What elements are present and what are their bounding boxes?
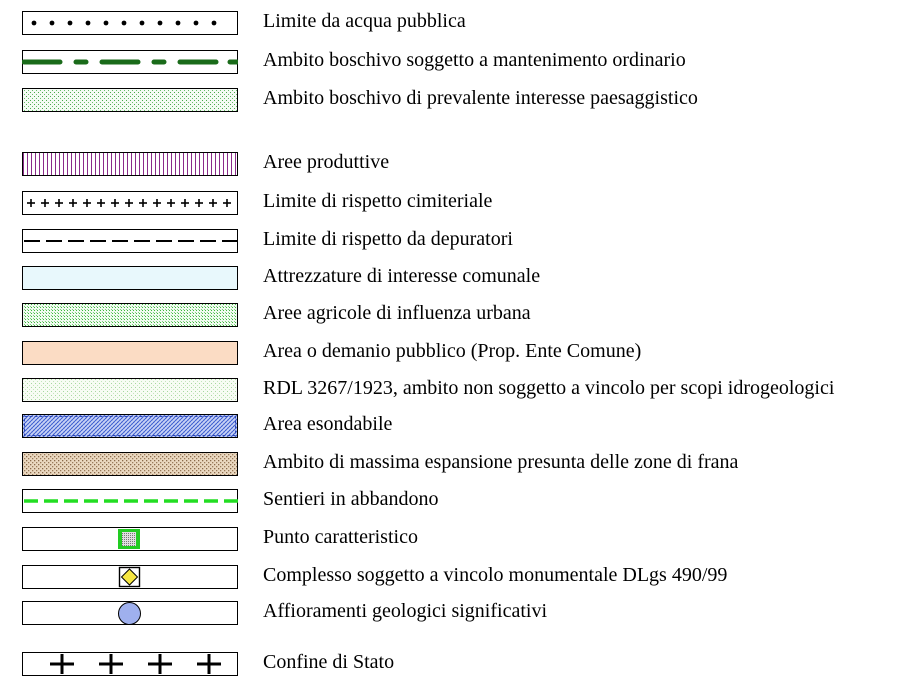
legend-row-rispetto-depuratori: Limite di rispetto da depuratori	[0, 219, 903, 259]
peach-fill-symbol	[22, 341, 238, 365]
legend-row-esondabile: Area esondabile	[0, 404, 903, 444]
legend-row-punto: Punto caratteristico	[0, 517, 903, 557]
dashed-line-symbol	[22, 229, 238, 253]
green-fine-stipple-fill-symbol	[22, 303, 238, 327]
blue-circle-symbol	[22, 601, 238, 625]
light-cyan-fill-symbol	[22, 266, 238, 290]
green-stipple-fill-symbol	[22, 88, 238, 112]
legend-row-aree-produttive: Aree produttive	[0, 142, 903, 182]
legend-row-affioramenti: Affioramenti geologici significativi	[0, 591, 903, 631]
brown-dotted-fill-symbol	[22, 452, 238, 476]
legend-row-limite-acqua: Limite da acqua pubblica	[0, 1, 903, 41]
legend-row-frana: Ambito di massima espansione presunta de…	[0, 442, 903, 482]
legend-label: RDL 3267/1923, ambito non soggetto a vin…	[263, 377, 835, 399]
legend-row-boschivo-ordinario: Ambito boschivo soggetto a mantenimento …	[0, 40, 903, 80]
blue-crosshatch-fill-symbol	[22, 414, 238, 438]
legend-row-rispetto-cimiteriale: Limite di rispetto cimiteriale	[0, 181, 903, 221]
purple-vertical-hatch-symbol	[22, 152, 238, 176]
legend-label: Sentieri in abbandono	[263, 488, 439, 510]
legend-label: Attrezzature di interesse comunale	[263, 265, 541, 287]
pale-green-stipple-fill-symbol	[22, 378, 238, 402]
legend-label: Confine di Stato	[263, 651, 395, 673]
legend-label: Affioramenti geologici significativi	[263, 600, 548, 622]
legend-row-boschivo-paesaggistico: Ambito boschivo di prevalente interesse …	[0, 78, 903, 118]
punto-caratteristico-symbol	[22, 527, 238, 551]
legend-label: Area esondabile	[263, 413, 393, 435]
dash-dot-green-line-symbol	[22, 50, 238, 74]
legend-label: Area o demanio pubblico (Prop. Ente Comu…	[263, 340, 642, 362]
dotted-line-symbol	[22, 11, 238, 35]
legend-label: Complesso soggetto a vincolo monumentale…	[263, 564, 728, 586]
monumentale-diamond-symbol	[22, 565, 238, 589]
legend-row-confine: Confine di Stato	[0, 642, 903, 682]
legend-label: Ambito di massima espansione presunta de…	[263, 451, 739, 473]
legend-row-sentieri: Sentieri in abbandono	[0, 479, 903, 519]
legend-label: Aree agricole di influenza urbana	[263, 302, 531, 324]
legend-label: Ambito boschivo soggetto a mantenimento …	[263, 49, 686, 71]
legend-row-rdl: RDL 3267/1923, ambito non soggetto a vin…	[0, 368, 903, 408]
legend-row-aree-agricole: Aree agricole di influenza urbana	[0, 293, 903, 333]
legend-row-demanio: Area o demanio pubblico (Prop. Ente Comu…	[0, 331, 903, 371]
legend-label: Limite da acqua pubblica	[263, 10, 466, 32]
legend-label: Ambito boschivo di prevalente interesse …	[263, 87, 698, 109]
legend-label: Punto caratteristico	[263, 526, 418, 548]
plus-line-symbol	[22, 191, 238, 215]
legend-label: Aree produttive	[263, 151, 390, 173]
legend-label: Limite di rispetto da depuratori	[263, 228, 513, 250]
legend-label: Limite di rispetto cimiteriale	[263, 190, 493, 212]
green-dashed-line-symbol	[22, 489, 238, 513]
legend-row-monumentale: Complesso soggetto a vincolo monumentale…	[0, 555, 903, 595]
legend-row-attrezzature: Attrezzature di interesse comunale	[0, 256, 903, 296]
confine-cross-line-symbol	[22, 652, 238, 676]
